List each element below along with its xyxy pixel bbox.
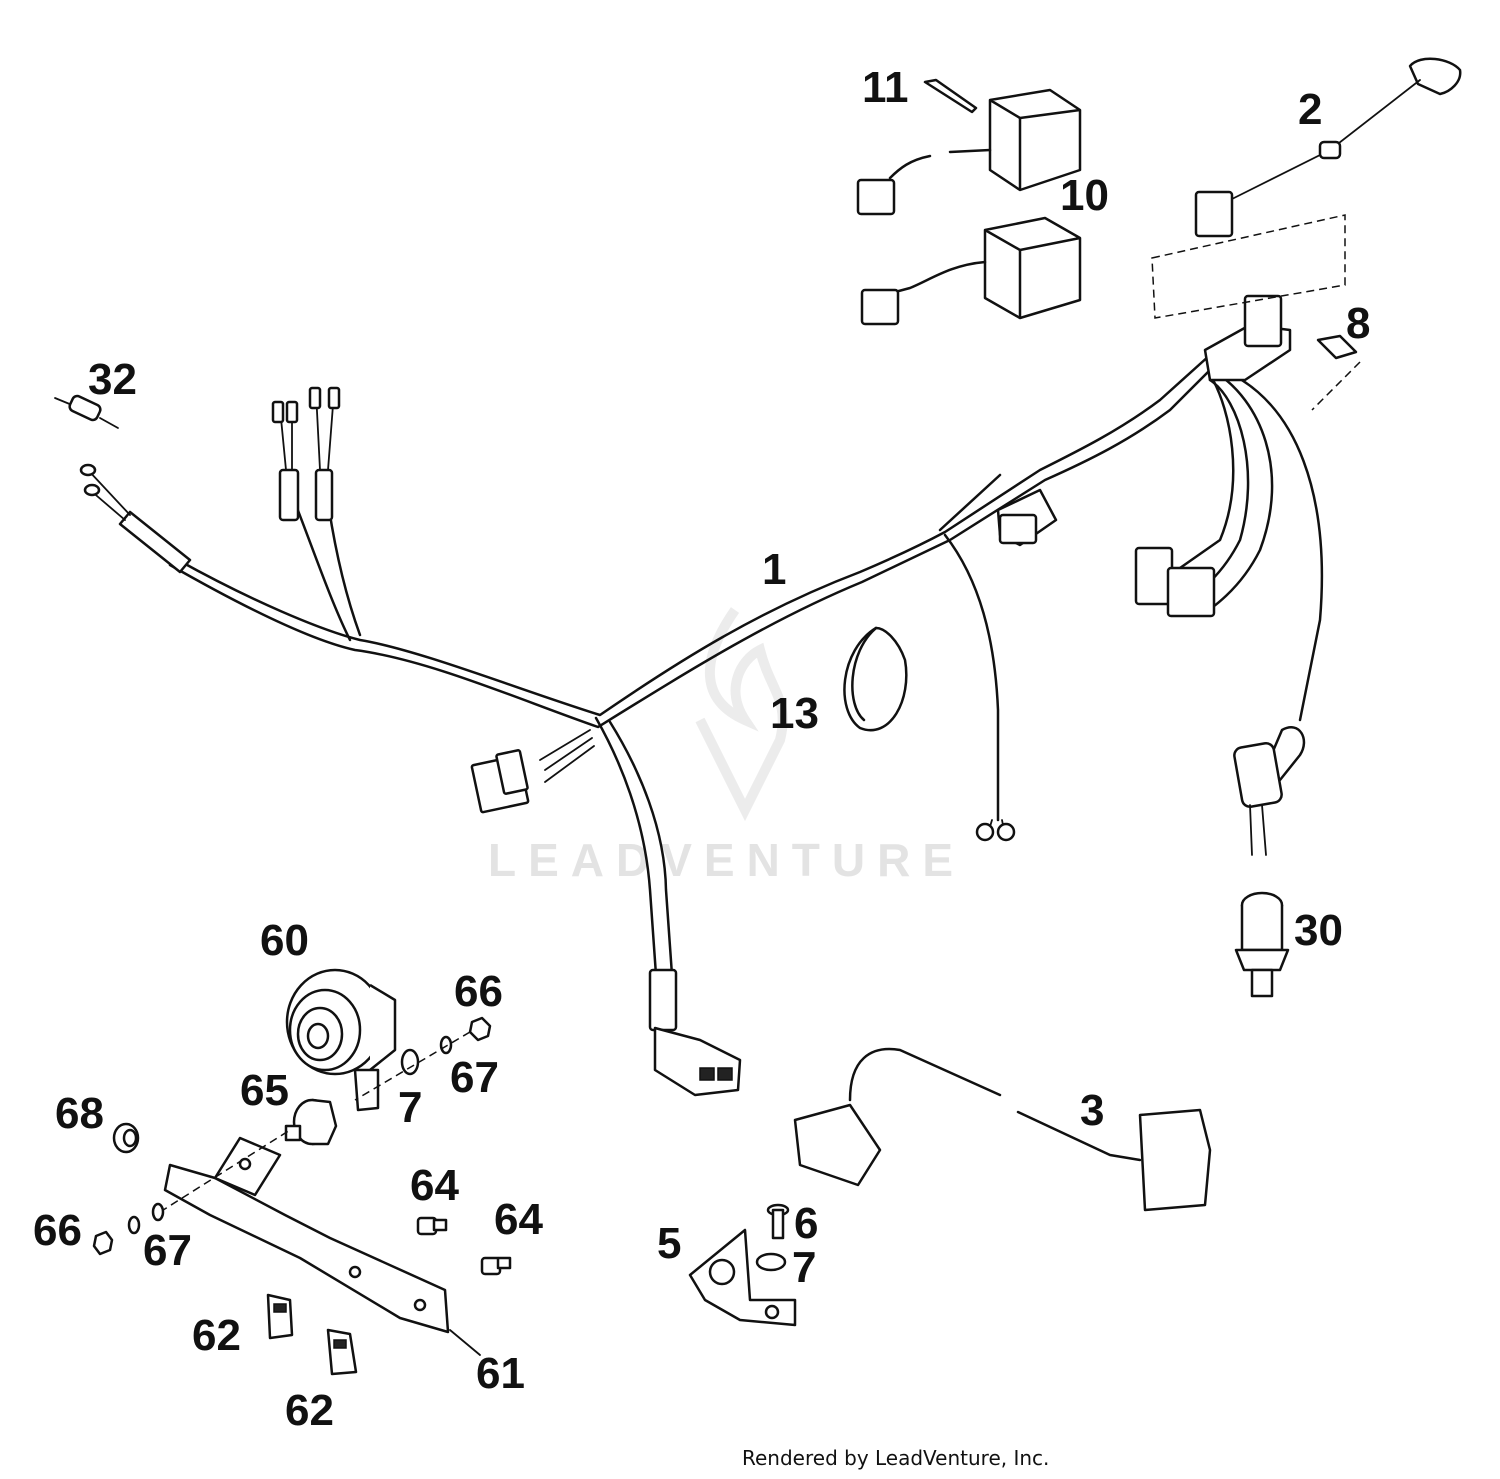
washer-part-67-lower[interactable]: 67 [127, 1202, 192, 1275]
callout-2: 2 [1298, 85, 1322, 134]
grommet-part-68[interactable]: 68 [55, 1089, 140, 1154]
washer-part-7-upper[interactable]: 7 [398, 1048, 422, 1132]
bracket-part-5[interactable]: 5 [657, 1219, 797, 1327]
screw-part-64-b[interactable]: 64 [480, 1195, 543, 1276]
horn-bracket-61[interactable]: 61 [163, 1136, 525, 1398]
callout-30: 30 [1294, 906, 1343, 955]
callout-6: 6 [794, 1199, 818, 1248]
bolt-part-8[interactable]: 8 [1311, 299, 1370, 411]
callout-3: 3 [1080, 1086, 1104, 1135]
washer-part-67-upper[interactable]: 67 [439, 1035, 499, 1102]
fuse-part[interactable]: 32 [54, 355, 137, 429]
callout-7-upper: 7 [398, 1083, 422, 1132]
screw-part-64-a[interactable]: 64 [410, 1161, 459, 1236]
cable-tie[interactable]: 13 [770, 626, 908, 738]
switch-part-2[interactable]: 2 [1194, 57, 1462, 238]
callout-68: 68 [55, 1089, 104, 1138]
callout-5: 5 [657, 1219, 681, 1268]
callout-67-lower: 67 [143, 1226, 192, 1275]
callout-64-b: 64 [494, 1195, 543, 1244]
callout-7-lower: 7 [792, 1243, 816, 1292]
clip-part-62-a[interactable]: 62 [192, 1293, 294, 1360]
footer-credit: Rendered by LeadVenture, Inc. [742, 1446, 1050, 1470]
callout-61: 61 [476, 1349, 525, 1398]
horn-part-60[interactable]: 60 [260, 916, 397, 1112]
callout-66-upper: 66 [454, 967, 503, 1016]
callout-67-upper: 67 [450, 1053, 499, 1102]
wiring-harness[interactable]: 1 [79, 294, 1324, 1097]
nut-part-66-lower[interactable]: 66 [33, 1206, 114, 1256]
spacer-part-65[interactable]: 65 [240, 1066, 338, 1146]
assembly-dash-box [1151, 214, 1346, 319]
callout-10: 10 [1060, 171, 1109, 220]
clip-part-62-b[interactable]: 62 [285, 1328, 358, 1435]
callout-66-lower: 66 [33, 1206, 82, 1255]
callout-60: 60 [260, 916, 309, 965]
callout-8: 8 [1346, 299, 1370, 348]
callout-62-b: 62 [285, 1386, 334, 1435]
relay-lower[interactable] [860, 216, 1082, 326]
callout-62-a: 62 [192, 1311, 241, 1360]
screw-part-6[interactable]: 6 [766, 1199, 818, 1248]
screw-part-11[interactable]: 11 [862, 63, 978, 114]
watermark: LEADVENTURE [488, 607, 965, 886]
nut-part-66-upper[interactable]: 66 [454, 967, 503, 1042]
watermark-text: LEADVENTURE [488, 834, 965, 886]
washer-part-7-lower[interactable]: 7 [755, 1243, 816, 1292]
callout-32: 32 [88, 355, 137, 404]
callout-11: 11 [862, 63, 909, 112]
relay-upper[interactable] [856, 88, 1082, 216]
sensor-part-30[interactable]: 30 [1234, 891, 1343, 998]
callout-64-a: 64 [410, 1161, 459, 1210]
callout-65: 65 [240, 1066, 289, 1115]
callout-13: 13 [770, 689, 819, 738]
callout-1: 1 [762, 545, 786, 594]
handlebar-switch-3[interactable]: 3 [793, 1047, 1212, 1212]
assembly-line-horn [354, 1031, 471, 1101]
